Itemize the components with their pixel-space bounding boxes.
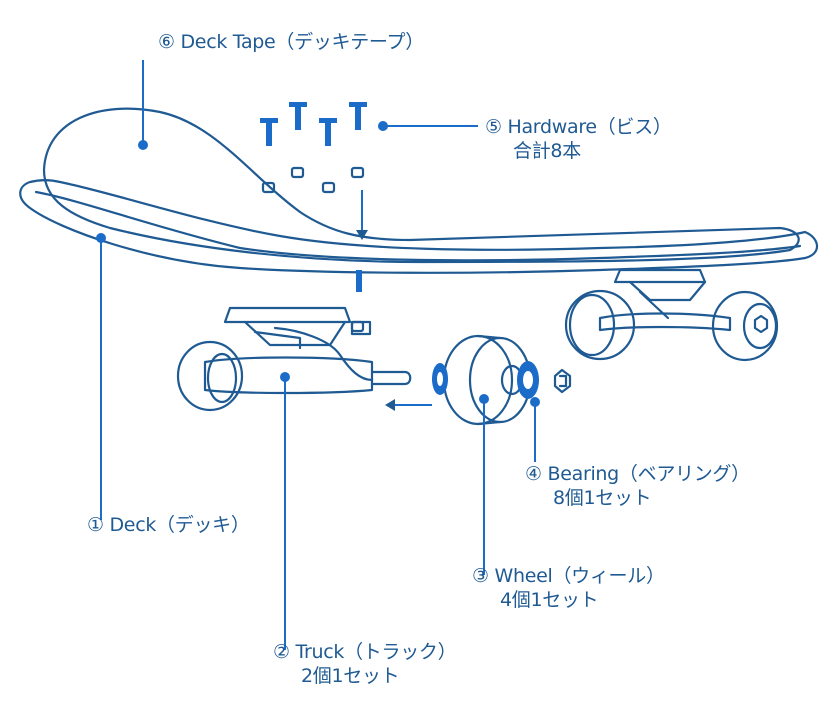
arrow-down (356, 230, 368, 240)
label-truck-sub: 2個1セット (301, 665, 400, 687)
label-hardware: ⑤ Hardware（ビス） 合計8本 (485, 115, 672, 163)
label-truck-text: ② Truck（トラック） (273, 641, 457, 663)
label-bearing-sub: 8個1セット (553, 487, 652, 509)
hardware-nuts (261, 166, 365, 333)
rear-truck (564, 268, 779, 362)
label-deck-tape-text: ⑥ Deck Tape（デッキテープ） (158, 31, 424, 53)
label-wheel-text: ③ Wheel（ウィール） (472, 565, 665, 587)
label-deck-text: ① Deck（デッキ） (87, 514, 250, 536)
deck-board-edge (34, 190, 802, 262)
deck-tape-sheet (42, 107, 800, 264)
deck-board (19, 179, 819, 274)
label-wheel: ③ Wheel（ウィール） 4個1セット (472, 564, 665, 612)
arrow-left (385, 399, 395, 411)
axle-nut (553, 368, 572, 394)
label-hardware-text: ⑤ Hardware（ビス） (485, 116, 672, 138)
label-wheel-sub: 4個1セット (500, 589, 599, 611)
hardware-screws (260, 102, 367, 292)
label-deck-tape: ⑥ Deck Tape（デッキテープ） (158, 30, 424, 54)
label-hardware-sub: 合計8本 (513, 140, 581, 162)
label-bearing-text: ④ Bearing（ベアリング） (525, 463, 750, 485)
label-truck: ② Truck（トラック） 2個1セット (273, 640, 457, 688)
front-truck (176, 306, 412, 412)
bearings (432, 361, 539, 399)
label-deck: ① Deck（デッキ） (87, 513, 250, 537)
label-bearing: ④ Bearing（ベアリング） 8個1セット (525, 462, 750, 510)
